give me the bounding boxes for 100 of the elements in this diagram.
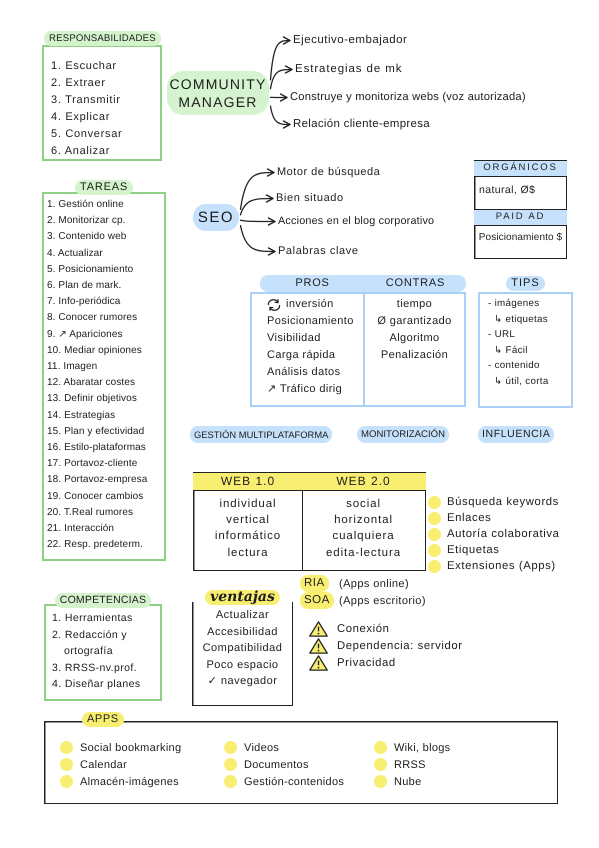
list-item: Accesibilidad — [207, 624, 278, 640]
branch-text: Construye y monitoriza webs (voz autorizada) — [290, 90, 526, 105]
list-item: natural, Ø$ — [479, 183, 536, 197]
list-panel — [44, 593, 162, 701]
list-item: inversión — [286, 298, 334, 310]
note-text: Extensiones (Apps) — [447, 560, 556, 572]
list-item: 5. Conversar — [51, 127, 122, 142]
arrow — [240, 168, 275, 210]
list-item: lectura — [228, 546, 268, 561]
table-column — [474, 209, 567, 259]
list-item: 4. Diseñar planes — [52, 677, 141, 692]
list-item: 14. Estrategias — [47, 408, 116, 423]
list-item: Visibilidad — [267, 331, 321, 346]
list-item: Almacén-imágenes — [80, 776, 179, 788]
list-panel — [44, 712, 558, 804]
list-item: Posicionamiento — [267, 314, 354, 330]
highlighted-term: MONITORIZACIÓN — [357, 426, 450, 443]
note-text: (Apps online) — [339, 577, 410, 592]
arrow — [270, 93, 288, 102]
branch-text: Acciones en el blog corporativo — [278, 214, 434, 229]
note-text: Búsqueda keywords — [447, 496, 559, 508]
column-header: WEB 2.0 — [301, 472, 426, 491]
list-item: cualquiera — [332, 529, 395, 544]
list-item: horizontal — [334, 513, 393, 528]
list-item: - URL — [488, 328, 516, 342]
list-item: Calendar — [80, 758, 128, 771]
list-item: ↳ etiquetas — [494, 312, 548, 326]
table-column — [474, 160, 567, 210]
branch-text: Relación cliente-empresa — [293, 117, 430, 132]
note-text: Enlaces — [447, 512, 492, 524]
list-item: ↳ útil, corta — [494, 374, 549, 388]
highlighted-topic: COMMUNITY MANAGER — [167, 71, 269, 115]
list-panel — [42, 31, 162, 161]
list-item: 6. Plan de mark. — [47, 279, 122, 294]
list-item: Actualizar — [216, 608, 270, 623]
list-item: 7. Info-periódica — [47, 295, 120, 310]
branch-text: Palabras clave — [278, 244, 359, 259]
highlighted-term: INFLUENCIA — [478, 426, 554, 443]
branch-text: Estrategias de mk — [295, 62, 402, 77]
list-item: Social bookmarking — [80, 742, 182, 754]
list-item: 1. Herramientas — [52, 611, 133, 626]
list-item: 1. Escuchar — [51, 59, 117, 74]
list-item: 22. Resp. predeterm. — [47, 538, 143, 552]
column-header: WEB 1.0 — [193, 472, 303, 491]
panel-heading: RESPONSABILIDADES — [44, 31, 161, 46]
panel-heading: PROS — [260, 275, 365, 292]
list-item: Carga rápida — [267, 348, 336, 364]
list-item: - imágenes — [488, 297, 540, 311]
list-item: 12. Abaratar costes — [47, 376, 136, 390]
list-item: ✓ navegador — [208, 674, 278, 689]
list-panel — [42, 180, 166, 561]
list-item: Nube — [394, 776, 422, 788]
branch-text: Bien situado — [276, 191, 344, 206]
list-panel — [478, 276, 573, 408]
branch-text: Ejecutivo-embajador — [293, 33, 408, 48]
panel-heading: TAREAS — [75, 180, 133, 195]
list-item: Gestión-contenidos — [244, 776, 344, 788]
arrow — [270, 106, 291, 129]
panel-heading: TIPS — [506, 276, 545, 291]
list-panel — [250, 275, 365, 407]
list-item: Compatibilidad — [202, 641, 282, 656]
list-item: 10. Mediar opiniones — [47, 344, 142, 358]
arrow — [240, 194, 274, 216]
list-item: 19. Conocer cambios — [47, 490, 144, 504]
list-item: Wiki, blogs — [394, 742, 450, 754]
list-item: 1. Gestión online — [47, 198, 124, 212]
list-item: Penalización — [380, 348, 448, 363]
highlighted-topic: SEO — [193, 204, 239, 231]
highlighted-term: SOA — [300, 592, 334, 609]
list-item: social — [346, 497, 381, 512]
list-item: 4. Actualizar — [47, 246, 103, 261]
arrow — [240, 224, 276, 256]
column-header: ORGÁNICOS — [474, 160, 567, 177]
arrow — [270, 65, 293, 90]
list-item: 20. T.Real rumores — [47, 506, 134, 520]
panel-heading: ventajas — [205, 590, 280, 605]
list-item: 18. Portavoz-empresa — [47, 473, 148, 488]
table-column — [193, 472, 303, 571]
list-panel — [363, 275, 466, 407]
panel-heading: APPS — [82, 712, 124, 727]
note-text: Privacidad — [337, 657, 396, 669]
list-item: 2. Extraer — [51, 76, 106, 91]
panel-heading: COMPETENCIAS — [54, 593, 152, 608]
list-item: 2. Monitorizar cp. — [47, 214, 126, 228]
list-item: 6. Analizar — [51, 144, 110, 159]
list-item: RRSS — [394, 758, 426, 771]
arrow — [270, 36, 291, 80]
list-item: 21. Interacción — [47, 522, 114, 536]
list-item: 9. ↗ Apariciones — [47, 328, 123, 342]
list-item: Análisis datos — [267, 365, 340, 380]
note-text: Autoría colaborativa — [447, 528, 560, 540]
list-item: Ø garantizado — [377, 314, 452, 329]
list-item: edita-lectura — [326, 546, 401, 561]
column-header: PAID AD — [474, 209, 567, 226]
list-item: informático — [214, 529, 282, 544]
list-item: 3. Contenido web — [47, 230, 126, 244]
list-item: 4. Explicar — [51, 110, 110, 125]
list-item: ↗ Tráfico dirig — [267, 382, 342, 398]
list-item: 3. Transmitir — [51, 93, 121, 108]
list-item: 11. Imagen — [47, 360, 98, 374]
